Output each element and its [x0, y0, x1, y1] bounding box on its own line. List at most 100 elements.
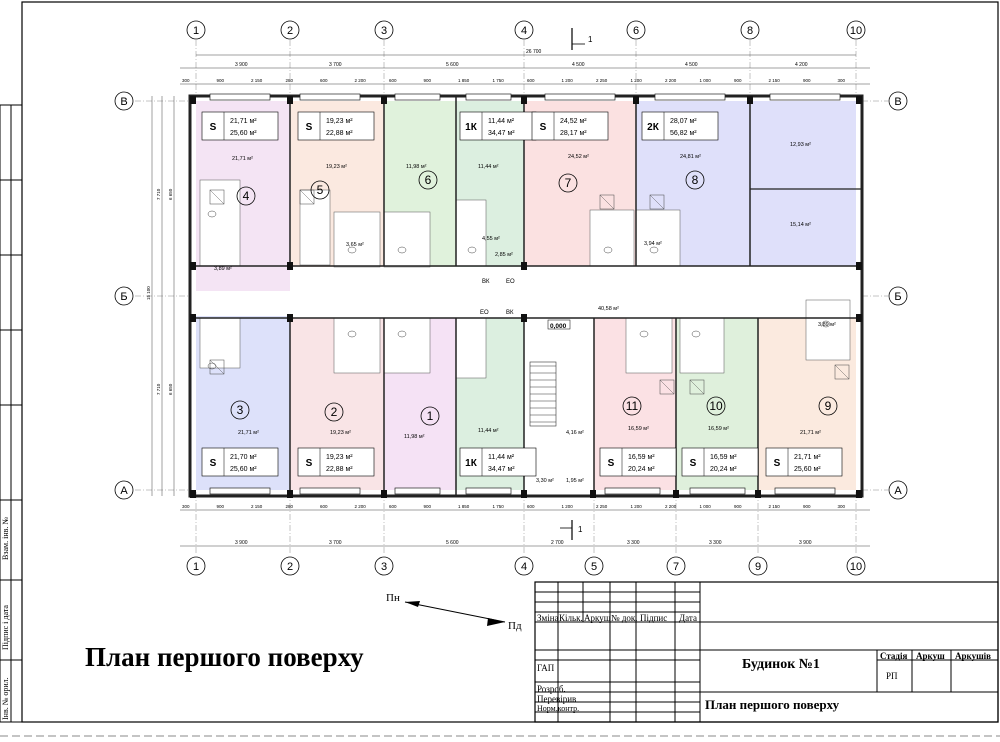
apartment-number: 2	[331, 405, 338, 419]
window	[774, 487, 836, 495]
dim-text-detail-top: 1 200	[562, 78, 574, 83]
room-area-label: 19,23 м²	[326, 164, 347, 170]
room-area-label: 11,98 м²	[404, 434, 425, 440]
dim-text-detail-bottom: 1 200	[562, 504, 574, 509]
dim-text-detail-top: 600	[320, 78, 328, 83]
axis-bubble-left	[114, 286, 134, 306]
apartment-number-circle	[420, 406, 440, 426]
wet-zone	[455, 317, 487, 379]
column	[521, 262, 527, 270]
dim-text-axis-top: 3 700	[329, 62, 342, 68]
stove-fixture	[834, 364, 850, 380]
dim-text-detail-top: 2 150	[769, 78, 781, 83]
apartment-stamp	[531, 111, 609, 141]
axis-bubble-left-label: В	[120, 96, 127, 108]
apartment-total-area: 20,24 м²	[628, 466, 655, 473]
extra-room-area: 4,55 м²	[482, 236, 500, 242]
room-extra	[750, 101, 856, 189]
section-mark-top-label: 1	[588, 35, 593, 44]
dim-text-axis-top: 4 200	[795, 62, 808, 68]
column	[856, 96, 862, 104]
apartment-total-area: 25,60 м²	[794, 466, 821, 473]
dim-text-detail-top: 2 200	[355, 78, 367, 83]
stove-fixture	[599, 194, 615, 210]
window	[299, 487, 361, 495]
axis-bubble-bottom	[186, 556, 206, 576]
toilet-fixture	[467, 246, 477, 254]
dim-text-axis-top: 4 500	[572, 62, 585, 68]
stove-fixture	[209, 359, 225, 375]
level-mark-box	[547, 319, 571, 330]
room-area-label: 21,71 м²	[800, 430, 821, 436]
apartment-number: 5	[317, 183, 324, 197]
apartment-stamp	[201, 111, 279, 141]
stove-fixture	[659, 379, 675, 395]
apartment-type: S	[210, 458, 217, 469]
axis-bubble-bottom	[846, 556, 866, 576]
wet-zone	[625, 317, 673, 374]
column	[190, 262, 196, 270]
stove-fixture	[299, 189, 315, 205]
stamp-role-checker: Перевірив	[537, 694, 577, 704]
apartment-type: S	[306, 122, 313, 133]
room-area-label: 19,23 м²	[330, 430, 351, 436]
room-area-label: 16,59 м²	[708, 426, 729, 432]
axis-bubble-top	[514, 20, 534, 40]
dim-text-detail-top: 1 000	[700, 78, 712, 83]
column	[381, 490, 387, 498]
apartment-type: 2К	[647, 122, 660, 133]
axis-bubble-bottom	[584, 556, 604, 576]
window	[689, 487, 746, 495]
room-area-label: 21,71 м²	[238, 430, 259, 436]
equipment-label-vk: ВК	[506, 310, 514, 316]
axis-bubble-bottom-label: 9	[755, 561, 761, 573]
apartment-total-area: 34,47 м²	[488, 466, 515, 473]
apartment-number-circle	[685, 170, 705, 190]
apartment-total-area: 34,47 м²	[488, 130, 515, 137]
side-stamp-inv: Інв. № орил.	[1, 677, 10, 720]
apartment-number: 6	[425, 173, 432, 187]
axis-bubble-bottom-label: 7	[673, 561, 679, 573]
apartment-number: 7	[565, 176, 572, 190]
apartment-type: 1К	[465, 122, 478, 133]
axis-bubble-right-label: А	[894, 485, 902, 497]
dim-text-axis-bottom: 3 900	[235, 540, 248, 546]
extra-room-area: 12,93 м²	[790, 142, 811, 148]
wet-zone	[455, 199, 487, 267]
apartment-living-area: 11,44 м²	[488, 118, 515, 125]
wet-zone	[383, 317, 431, 374]
toilet-fixture	[347, 330, 357, 338]
column	[521, 96, 527, 104]
wet-zone	[299, 189, 331, 266]
window	[465, 487, 512, 495]
apartment-living-area: 28,07 м²	[670, 118, 697, 125]
stamp-header-change: Зміна	[537, 613, 559, 623]
dim-text-detail-bottom: 900	[217, 504, 225, 509]
apartment-number-circle	[236, 186, 256, 206]
apartment-living-area: 16,59 м²	[628, 454, 655, 461]
window	[604, 487, 661, 495]
stair-flight	[529, 361, 557, 427]
apartment-stamp	[459, 111, 537, 141]
apartment-living-area: 19,23 м²	[326, 454, 353, 461]
stove-fixture	[689, 379, 705, 395]
south-label: Пд	[508, 620, 522, 632]
apartment-number-circle	[310, 180, 330, 200]
axis-bubble-bottom	[748, 556, 768, 576]
column	[633, 96, 639, 104]
axis-bubble-bottom-label: 2	[287, 561, 293, 573]
dim-text-detail-bottom: 2 150	[769, 504, 781, 509]
stamp-stage-label: Стадія	[880, 651, 908, 661]
apartment-number-circle	[706, 396, 726, 416]
toilet-fixture	[347, 246, 357, 254]
dim-text-detail-top: 1 200	[631, 78, 643, 83]
stamp-role-norm: Норм.контр.	[537, 704, 580, 713]
dim-text-left: 7 710	[156, 188, 161, 200]
apartment-total-area: 22,88 м²	[326, 466, 353, 473]
axis-bubble-bottom	[514, 556, 534, 576]
axis-bubble-top-label: 8	[747, 25, 753, 37]
extra-room-area: 15,14 м²	[790, 222, 811, 228]
column	[190, 490, 196, 498]
axis-bubble-left-label: А	[120, 485, 128, 497]
extra-room-area: 3,30 м²	[536, 478, 554, 484]
